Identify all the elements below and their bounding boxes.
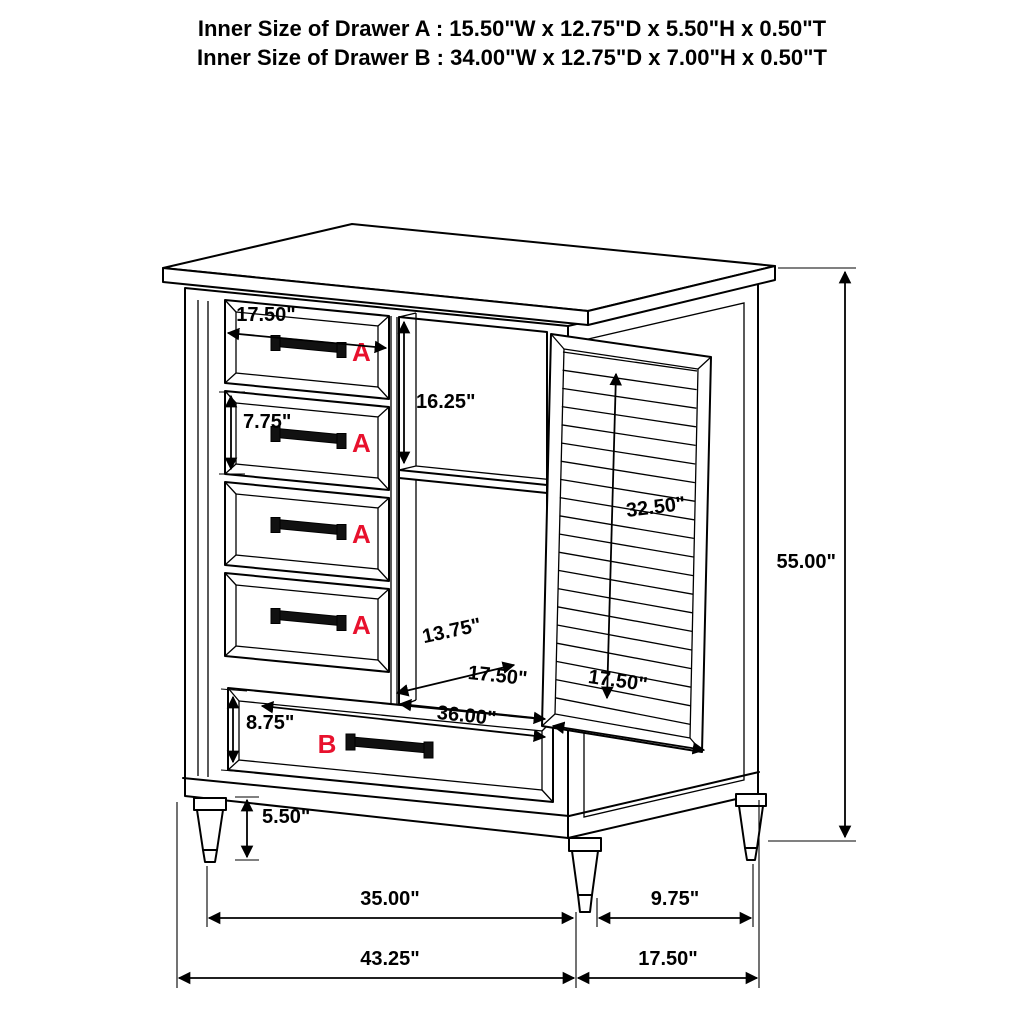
dim-feet-span-width: 35.00" [206, 866, 577, 988]
dim-overall-depth: 17.50" [576, 800, 760, 988]
dim-overall-depth-label: 17.50" [638, 948, 698, 970]
drawer-inner-size-header: Inner Size of Drawer A : 15.50"W x 12.75… [0, 14, 1024, 72]
back-right-foot [735, 793, 767, 861]
dim-upper-opening-height: 16.25" [397, 320, 476, 465]
door-opening [398, 312, 565, 723]
drawer-a-4 [224, 572, 390, 673]
drawer-b-inner-size-text: Inner Size of Drawer B : 34.00"W x 12.75… [197, 45, 827, 70]
dimensions: 17.50" 16.25" 7.75" 32.50" 55.00" [176, 267, 856, 988]
drawer-a-3 [224, 481, 390, 582]
drawer-a-inner-size-text: Inner Size of Drawer A : 15.50"W x 12.75… [197, 16, 827, 41]
front-left-foot [193, 797, 227, 863]
dim-overall-height: 55.00" [768, 267, 856, 842]
drawer-a2-label: A [352, 428, 371, 458]
dim-drawer-b-width: 36.00" [260, 700, 547, 743]
drawer-b-label: B [318, 729, 337, 759]
door-louvers [555, 351, 698, 726]
dim-feet-span-depth: 9.75" [596, 864, 754, 927]
dim-upper-opening-height-label: 16.25" [416, 391, 476, 413]
dim-foot-height: 5.50" [235, 796, 310, 861]
dim-overall-height-label: 55.00" [776, 551, 836, 573]
drawer-a1-label: A [352, 337, 371, 367]
dim-overall-width-label: 43.25" [360, 948, 420, 970]
cabinet-top [162, 223, 776, 326]
dim-drawer-b-height-label: 8.75" [246, 712, 294, 734]
dim-top-drawer-width: 17.50" [226, 304, 388, 354]
drawer-a3-label: A [352, 519, 371, 549]
dim-side-drawer-height-label: 7.75" [243, 411, 291, 433]
left-stile [197, 300, 209, 777]
center-stile [390, 316, 398, 706]
dim-feet-span-depth-label: 9.75" [651, 888, 699, 910]
drawer-a4-label: A [352, 610, 371, 640]
front-right-foot [568, 837, 602, 913]
dim-foot-height-label: 5.50" [262, 806, 310, 828]
base-molding [182, 771, 760, 817]
louvered-door [541, 333, 712, 753]
dim-feet-span-width-label: 35.00" [360, 888, 420, 910]
dim-top-drawer-width-label: 17.50" [236, 304, 296, 326]
dim-side-drawer-height: 7.75" [219, 391, 291, 475]
dim-overall-width: 43.25" [176, 802, 576, 988]
